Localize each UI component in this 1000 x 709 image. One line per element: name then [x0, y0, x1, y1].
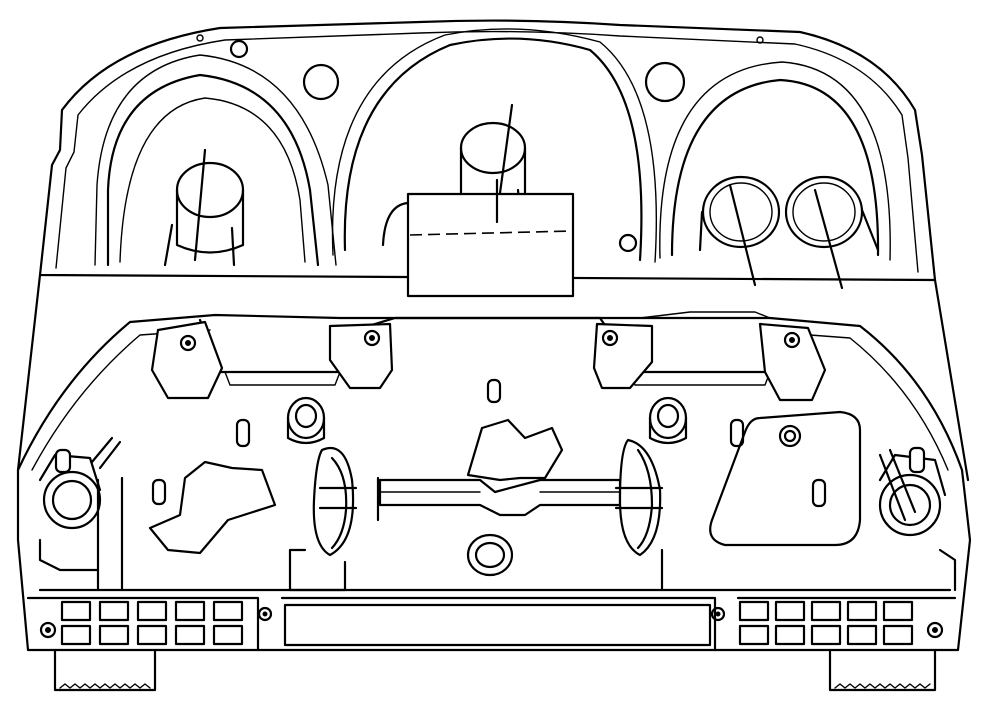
interior-wall-left	[96, 476, 124, 592]
light-socket-left	[38, 436, 122, 530]
mounting-hole-center	[618, 233, 638, 253]
screw-boss-right	[648, 396, 688, 445]
gauge-housing-outline	[38, 19, 937, 282]
screw-boss-left	[286, 396, 326, 445]
tray-outer-shell	[16, 313, 972, 652]
lower-circuit-tray	[16, 311, 972, 652]
mounting-tab-3	[592, 322, 654, 390]
side-rail-right	[933, 278, 970, 482]
interior-wall-center-left	[288, 548, 347, 592]
light-socket-right	[878, 446, 947, 537]
gauge-connector-block	[406, 192, 575, 298]
indicator-lamp-socket-left	[302, 63, 340, 101]
gauge-motor-right-b	[784, 175, 864, 249]
mounting-foot-left	[53, 648, 157, 692]
gauge-motor-right-a	[701, 175, 781, 249]
corner-screw-right	[710, 606, 944, 639]
odometer-shaft-assembly	[312, 438, 664, 557]
side-rail-left	[16, 273, 42, 472]
mounting-tab-2	[328, 322, 394, 390]
alignment-pins	[151, 378, 827, 508]
right-gauge-pod	[659, 61, 891, 290]
gauge-motor-left	[175, 161, 245, 219]
bottom-connector-strip	[26, 596, 957, 692]
mounting-hole-upper-left	[229, 39, 249, 59]
center-boss	[466, 533, 514, 577]
tray-top-ledge	[198, 316, 792, 374]
indicator-lamp-socket-right	[644, 61, 686, 103]
connector-pins-left	[60, 600, 244, 646]
corner-screw-left	[39, 606, 273, 639]
mounting-tab-1	[150, 320, 224, 400]
connector-centerline	[409, 230, 573, 236]
rivet-icon	[196, 34, 204, 42]
stepper-spool-right	[618, 438, 662, 557]
circuit-pad-left	[148, 460, 277, 555]
center-gauge-pod	[331, 28, 658, 298]
mounting-tab-4	[758, 322, 827, 402]
gauge-motor-center	[459, 121, 527, 175]
circuit-pad-center	[466, 418, 564, 482]
triangular-mount-plate	[709, 410, 862, 547]
mounting-foot-right	[828, 648, 937, 692]
left-gauge-pod	[94, 54, 337, 267]
gauge-housing-upper	[38, 19, 937, 298]
connector-pins-right	[738, 600, 914, 646]
gauge-housing-rim	[55, 30, 919, 273]
tray-inner-lip	[31, 329, 949, 471]
rivet-icon	[756, 36, 764, 44]
